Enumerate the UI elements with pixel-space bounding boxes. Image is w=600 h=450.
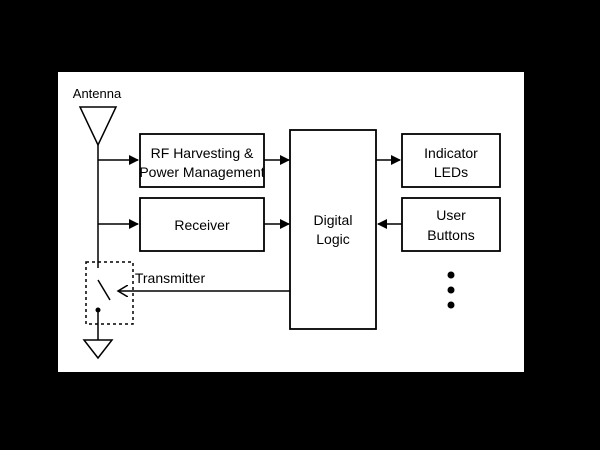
receiver-label: Receiver [174, 217, 230, 233]
user-buttons-label-line1: User [436, 207, 466, 223]
antenna-icon [78, 106, 118, 147]
antenna-label: Antenna [73, 86, 122, 101]
rf-harvesting-block: RF Harvesting & Power Management [139, 133, 265, 188]
ground-icon [82, 339, 114, 360]
user-buttons-block: User Buttons [401, 197, 501, 252]
transmitter-switch-box [85, 261, 134, 325]
digital-logic-label-line1: Digital [314, 212, 353, 228]
rf-harvesting-label-line1: RF Harvesting & [151, 145, 254, 161]
indicator-leds-label-line2: LEDs [434, 164, 468, 180]
rf-harvesting-label-line2: Power Management [139, 164, 264, 180]
indicator-leds-block: Indicator LEDs [401, 133, 501, 188]
transmitter-label: Transmitter [135, 270, 206, 286]
receiver-block: Receiver [139, 197, 265, 252]
ellipsis-icon [447, 271, 455, 309]
digital-logic-block: Digital Logic [289, 129, 377, 330]
digital-logic-label-line2: Logic [316, 231, 349, 247]
user-buttons-label-line2: Buttons [427, 227, 474, 243]
indicator-leds-label-line1: Indicator [424, 145, 478, 161]
